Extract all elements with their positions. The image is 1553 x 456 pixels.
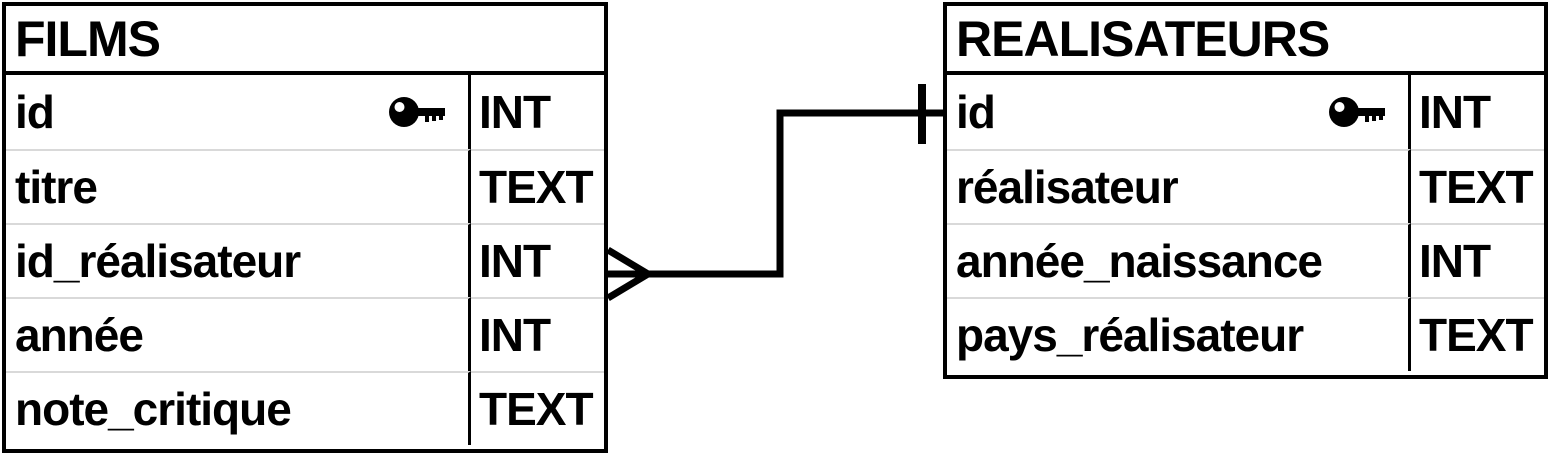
column-name: id bbox=[15, 86, 55, 138]
column-name-cell: année bbox=[6, 297, 471, 371]
column-name-cell: année_naissance bbox=[947, 223, 1411, 297]
column-row: réalisateur TEXT bbox=[947, 149, 1544, 223]
entity-table-realisateurs: REALISATEURS id INT réalisateur TEXT bbox=[943, 2, 1548, 379]
column-name: id_réalisateur bbox=[15, 235, 301, 287]
column-type: INT bbox=[471, 223, 604, 297]
column-type: TEXT bbox=[471, 371, 604, 445]
entity-table-films: FILMS id INT titre TEXT bbox=[2, 2, 608, 453]
column-row: pays_réalisateur TEXT bbox=[947, 297, 1544, 371]
column-row: id INT bbox=[6, 75, 604, 149]
column-name-cell: titre bbox=[6, 149, 471, 223]
table-title: FILMS bbox=[6, 6, 604, 75]
column-name: réalisateur bbox=[956, 161, 1179, 213]
column-name-cell: id_réalisateur bbox=[6, 223, 471, 297]
column-name-cell: id bbox=[947, 75, 1411, 149]
column-type: TEXT bbox=[471, 149, 604, 223]
primary-key-icon bbox=[1329, 97, 1385, 127]
column-type: INT bbox=[479, 86, 551, 138]
column-name: année bbox=[15, 309, 144, 361]
column-row: année INT bbox=[6, 297, 604, 371]
column-type: INT bbox=[471, 297, 604, 371]
crow-foot-many-icon bbox=[606, 246, 655, 302]
column-row: titre TEXT bbox=[6, 149, 604, 223]
column-row: id INT bbox=[947, 75, 1544, 149]
column-type: TEXT bbox=[1411, 149, 1544, 223]
column-row: note_critique TEXT bbox=[6, 371, 604, 445]
column-name-cell: id bbox=[6, 75, 471, 149]
column-name-cell: note_critique bbox=[6, 371, 471, 445]
column-name: id bbox=[956, 86, 996, 138]
relationship-line bbox=[608, 109, 943, 278]
column-name: titre bbox=[15, 161, 98, 213]
column-name: année_naissance bbox=[956, 235, 1323, 287]
column-row: année_naissance INT bbox=[947, 223, 1544, 297]
column-name-cell: réalisateur bbox=[947, 149, 1411, 223]
table-title: REALISATEURS bbox=[947, 6, 1544, 75]
primary-key-icon bbox=[389, 97, 445, 127]
column-type: TEXT bbox=[1411, 297, 1544, 371]
column-name-cell: pays_réalisateur bbox=[947, 297, 1411, 371]
column-row: id_réalisateur INT bbox=[6, 223, 604, 297]
column-type: INT bbox=[1411, 223, 1544, 297]
column-type: INT bbox=[1419, 86, 1491, 138]
column-name: pays_réalisateur bbox=[956, 309, 1304, 361]
column-name: note_critique bbox=[15, 383, 292, 435]
